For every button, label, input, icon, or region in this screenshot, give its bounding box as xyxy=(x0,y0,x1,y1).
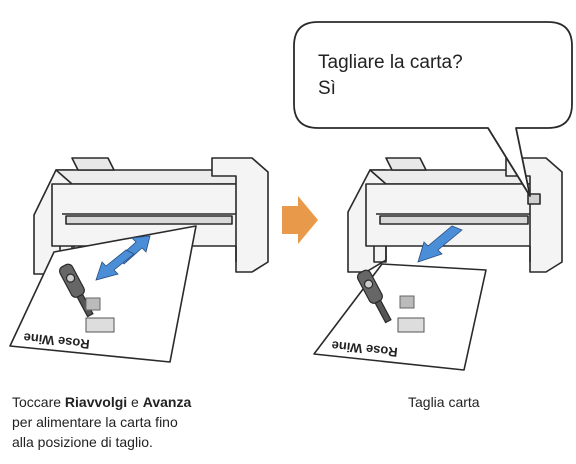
caption-text: Toccare xyxy=(12,394,65,410)
feed-arrows-icon xyxy=(95,235,151,281)
sheet-label-left: Rose Wine xyxy=(23,330,91,352)
rewind-label: Riavvolgi xyxy=(64,394,128,410)
paper-sheet-right: Rose Wine xyxy=(313,263,487,371)
eject-arrow-icon xyxy=(417,225,463,263)
next-step-arrow-icon xyxy=(282,196,318,244)
speech-bubble xyxy=(293,21,573,197)
caption-text: e xyxy=(127,394,143,410)
caption-text: per alimentare la carta fino xyxy=(12,414,178,430)
printer-right xyxy=(347,157,563,273)
paper-sheet-left: Rose Wine xyxy=(9,225,197,363)
caption-text: alla posizione di taglio. xyxy=(12,434,153,450)
bubble-line-question: Tagliare la carta? xyxy=(318,52,463,73)
feed-label: Avanza xyxy=(142,394,192,410)
printer-left xyxy=(33,157,269,275)
caption-right: Taglia carta xyxy=(408,394,480,410)
sheet-label-right: Rose Wine xyxy=(331,338,399,360)
caption-left: Toccare Riavvolgi e Avanza per alimentar… xyxy=(12,392,292,452)
touchscreen-message: Tagliare la carta? Sì xyxy=(318,50,463,102)
bubble-line-answer: Sì xyxy=(318,78,336,99)
